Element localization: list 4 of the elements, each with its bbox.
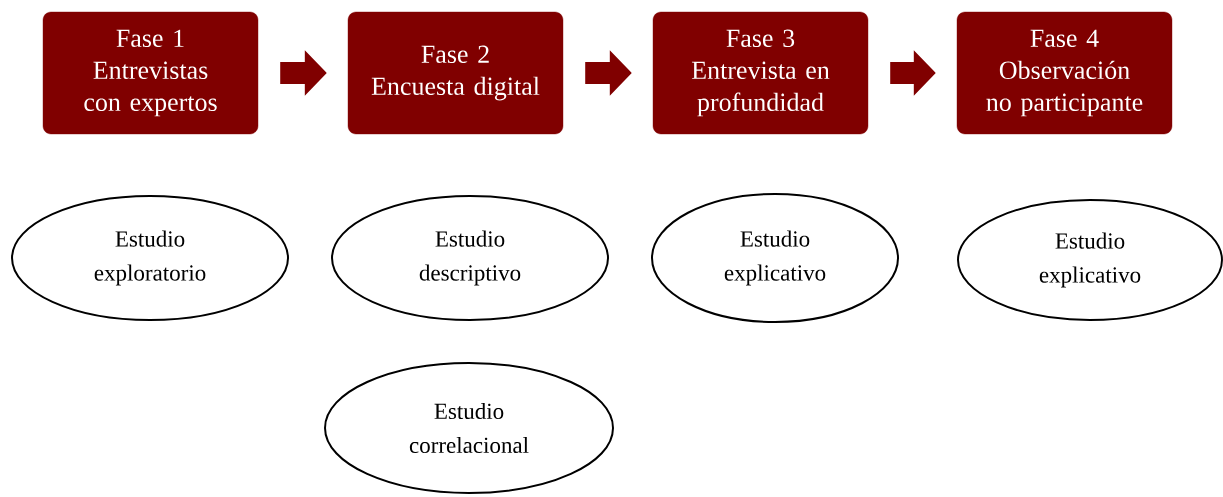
phase-box: Fase 4 Observación no participante: [956, 11, 1173, 135]
phase-box: Fase 3 Entrevista en profundidad: [652, 11, 869, 135]
phase-box: Fase 2 Encuesta digital: [347, 11, 564, 135]
phase-box: Fase 1 Entrevistas con expertos: [42, 11, 259, 135]
